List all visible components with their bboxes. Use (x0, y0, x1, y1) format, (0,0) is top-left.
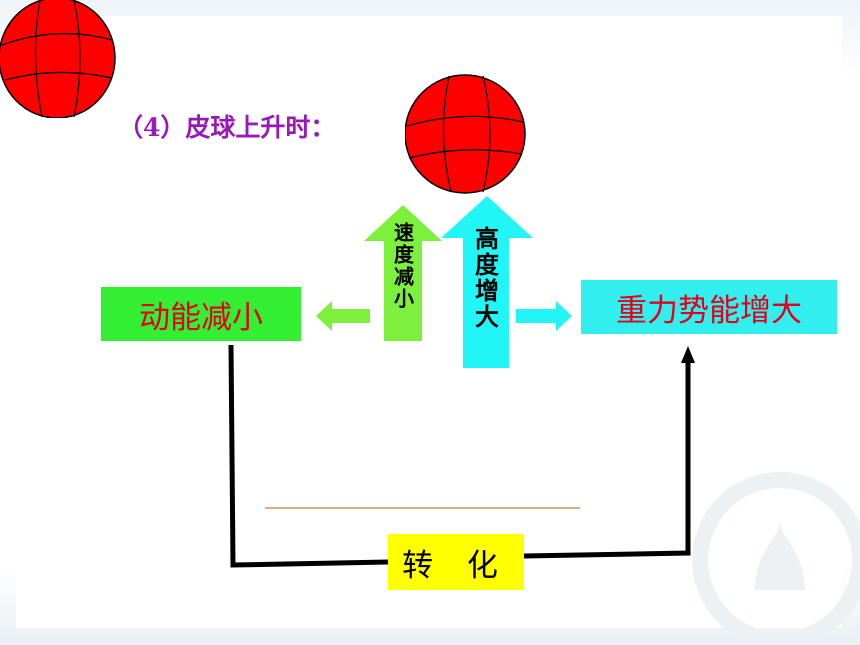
height-arrow-icon (441, 196, 533, 368)
basketball-rising (405, 74, 526, 194)
basketball-top-left (0, 0, 116, 118)
speed-arrow-label: 速度减小 (390, 222, 415, 310)
height-arrow-label: 高度增大 (470, 226, 499, 330)
page-heading: （4）皮球上升时： (118, 113, 336, 142)
right-arrow-icon (516, 301, 572, 331)
left-arrow-icon (316, 301, 370, 331)
potential-energy-box: 重力势能增大 (581, 280, 837, 334)
kinetic-energy-box: 动能减小 (101, 287, 301, 341)
conversion-label: 转 化 (388, 534, 524, 590)
speed-arrow-icon (364, 205, 442, 341)
watermark-logo-icon (692, 472, 860, 640)
